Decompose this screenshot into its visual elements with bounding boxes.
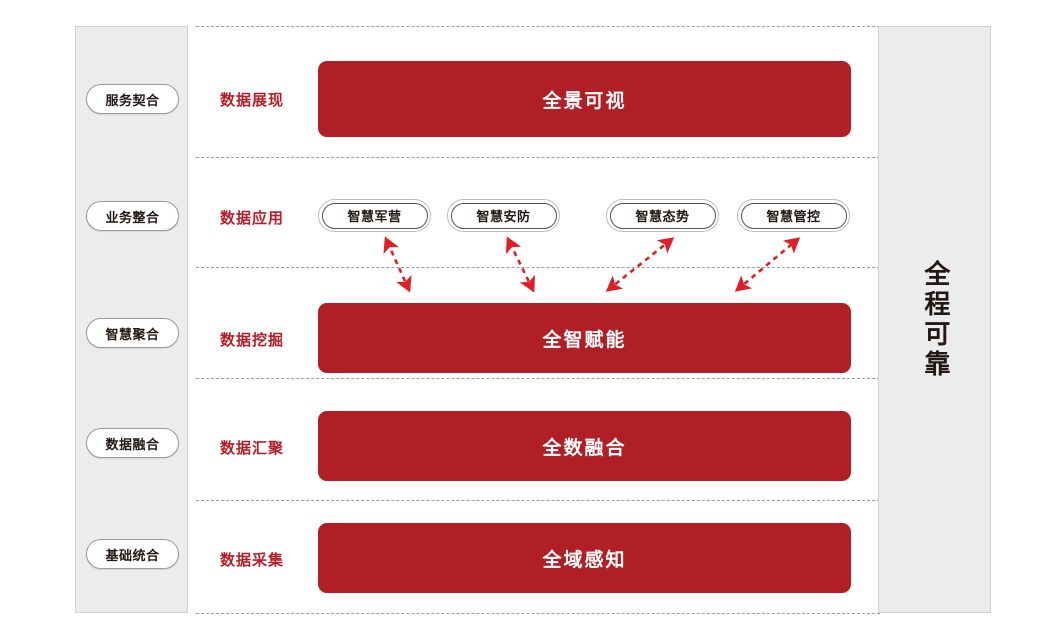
application-pill-inner: 智慧军营 — [321, 202, 428, 229]
capability-bar-4[interactable]: 全域感知 — [318, 523, 851, 593]
row-separator-2 — [196, 267, 880, 268]
application-pill-3[interactable]: 智慧管控 — [737, 199, 850, 232]
stage-pill-label: 服务契合 — [105, 93, 160, 109]
capability-bar-label: 全数融合 — [542, 436, 627, 459]
capability-bar-label: 全智赋能 — [542, 328, 627, 351]
stage-pill-3[interactable]: 数据融合 — [86, 428, 179, 458]
stage-pill-2[interactable]: 智慧聚合 — [86, 318, 179, 348]
application-pill-inner: 智慧管控 — [740, 202, 847, 229]
row-separator-0 — [196, 26, 880, 27]
row-label-1: 数据应用 — [220, 209, 285, 227]
reliability-banner-label: 全程可靠 — [919, 259, 950, 380]
stage-pill-4[interactable]: 基础统合 — [86, 539, 179, 569]
stage-pill-0[interactable]: 服务契合 — [86, 84, 179, 114]
stage-pill-label: 业务整合 — [105, 210, 160, 226]
row-separator-1 — [196, 157, 880, 158]
application-pill-label: 智慧安防 — [476, 210, 531, 225]
stage-pill-label: 数据融合 — [105, 437, 160, 453]
stage-pill-label: 智慧聚合 — [105, 327, 160, 343]
connector-arrow-2 — [605, 237, 675, 292]
capability-bar-0[interactable]: 全景可视 — [318, 61, 851, 137]
application-pill-0[interactable]: 智慧军营 — [318, 199, 431, 232]
row-separator-4 — [196, 500, 880, 501]
connector-arrow-3 — [734, 237, 801, 292]
integration-stages-column: 服务契合业务整合智慧聚合数据融合基础统合 — [75, 26, 188, 613]
application-pill-label: 智慧管控 — [766, 210, 821, 225]
row-label-3: 数据汇聚 — [220, 439, 285, 457]
row-label-0: 数据展现 — [220, 91, 285, 109]
application-pill-label: 智慧军营 — [347, 210, 402, 225]
row-separator-3 — [196, 378, 880, 379]
application-pill-2[interactable]: 智慧态势 — [606, 199, 719, 232]
capability-bar-label: 全域感知 — [542, 548, 627, 571]
application-pill-inner: 智慧安防 — [450, 202, 557, 229]
connector-arrow-1 — [505, 236, 536, 293]
stage-pill-label: 基础统合 — [105, 548, 160, 564]
capability-bar-2[interactable]: 全智赋能 — [318, 303, 851, 373]
row-label-4: 数据采集 — [220, 551, 285, 569]
application-pill-1[interactable]: 智慧安防 — [447, 199, 560, 232]
capability-bar-label: 全景可视 — [542, 89, 627, 112]
capability-bar-3[interactable]: 全数融合 — [318, 411, 851, 481]
row-separator-5 — [196, 613, 880, 614]
row-label-2: 数据挖掘 — [220, 331, 285, 349]
stage-pill-1[interactable]: 业务整合 — [86, 201, 179, 231]
application-pill-inner: 智慧态势 — [609, 202, 716, 229]
application-pill-label: 智慧态势 — [635, 210, 690, 225]
reliability-banner-column: 全程可靠 — [878, 26, 991, 613]
reliability-banner-label-wrap: 全程可靠 — [879, 27, 990, 612]
connector-arrow-0 — [383, 236, 412, 293]
